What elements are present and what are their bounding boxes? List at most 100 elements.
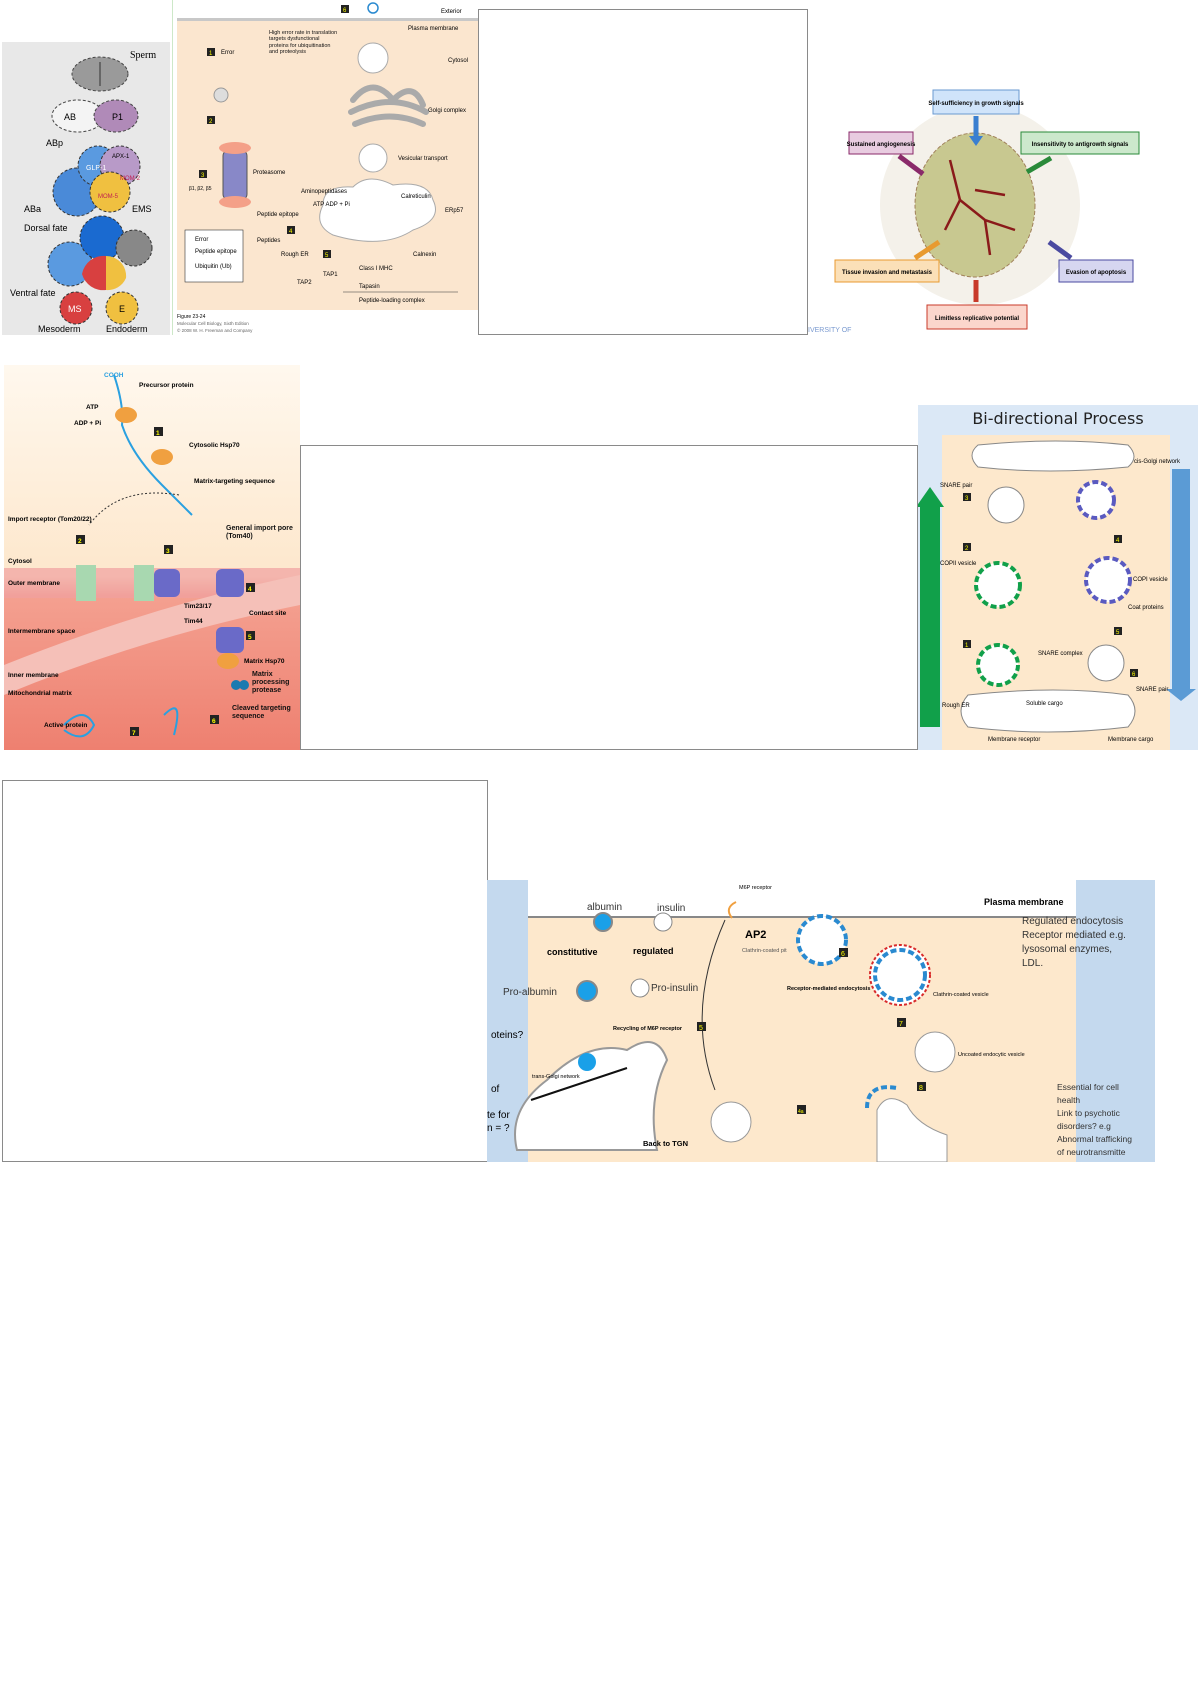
figure-label: Exterior — [441, 9, 462, 15]
figure-label: Inner membrane — [8, 672, 59, 679]
figure-label: Plasma membrane — [984, 897, 1064, 907]
empty-text-box[interactable] — [300, 445, 918, 750]
figure-label: Tapasin — [359, 284, 380, 290]
figure-label: Cytosol — [448, 58, 468, 64]
figure-label: Soluble cargo — [1026, 701, 1063, 707]
figure-label: 6 — [841, 951, 845, 958]
figure-label: Clathrin-coated vesicle — [933, 992, 989, 998]
figure-label: 3 — [166, 548, 170, 555]
figure-label: albumin — [587, 902, 622, 913]
figure-label: 2 — [965, 546, 969, 552]
figure-label: Pro-albumin — [503, 987, 557, 998]
figure-label: 6 — [1132, 672, 1136, 678]
cancer-hallmarks-figure: Self-sufficiency in growth signals Susta… — [815, 80, 1145, 335]
figure-label: 3 — [965, 496, 969, 502]
figure-label: Proteasome — [253, 170, 286, 176]
figure-label: Peptide-loading complex — [359, 298, 425, 304]
figure-label: 4a — [798, 1109, 804, 1115]
figure-label: LDL. — [1022, 958, 1043, 969]
cancer-watermark: IVERSITY OF — [808, 327, 852, 334]
figure-label: TAP2 — [297, 280, 312, 286]
figure-label: Essential for cell — [1057, 1082, 1119, 1092]
figure-label: Peptides — [257, 238, 280, 244]
figure-label: 4 — [289, 229, 293, 235]
empty-text-box[interactable] — [2, 780, 488, 1162]
figure-label: Membrane receptor — [988, 737, 1040, 743]
figure-label: Mesoderm — [38, 324, 81, 334]
figure-label: APX-1 — [112, 154, 130, 160]
figure-label: regulated — [633, 946, 674, 956]
error-note: High error rate in translation targets d… — [269, 30, 338, 55]
figure-label: 4 — [1116, 538, 1120, 544]
figure-label: insulin — [657, 903, 685, 914]
figure-label: Endoderm — [106, 324, 148, 334]
figure-label: Mitochondrial matrix — [8, 690, 72, 697]
figure-label: E — [119, 304, 125, 314]
figure-label: 4 — [248, 586, 252, 593]
figure-label: n = ? — [487, 1123, 510, 1134]
figure-label: 7 — [132, 730, 136, 737]
figure-label: Insensitivity to antigrowth signals — [1032, 142, 1129, 148]
figure-label: of neurotransmitte — [1057, 1147, 1126, 1157]
figure-label: Coat proteins — [1128, 605, 1164, 611]
secretion-endocytosis-figure: oteins? of te for n = ? albumin insulin … — [487, 880, 1155, 1163]
figure-label: Intermembrane space — [8, 628, 76, 635]
figure-label: 5 — [699, 1025, 703, 1032]
figure-label: SNARE pair — [940, 483, 972, 489]
figure-label: Abnormal trafficking — [1057, 1134, 1132, 1144]
figure-label: 1 — [965, 643, 969, 649]
bidirectional-transport-figure: Bi-directional Process cis-Golgi network… — [918, 405, 1198, 750]
figure-label: Outer membrane — [8, 580, 60, 587]
figure-label: SNARE pair — [1136, 687, 1168, 693]
figure-label: Error — [195, 237, 208, 243]
figure-label: MS — [68, 304, 82, 314]
figure-label: ADP + Pi — [74, 420, 101, 427]
figure-label: 5 — [248, 634, 252, 641]
figure-label: 1 — [156, 430, 160, 437]
figure-label: lysosomal enzymes, — [1022, 944, 1112, 955]
figure-label: Self-sufficiency in growth signals — [928, 101, 1024, 107]
figure-label: SNARE complex — [1038, 651, 1083, 657]
figure-label: Matrix Hsp70 — [244, 658, 285, 665]
figure-label: 6 — [212, 718, 216, 725]
figure-label: Tim44 — [184, 618, 203, 625]
figure-label: Cytosol — [8, 558, 32, 565]
figure-label: Rough ER — [942, 703, 970, 709]
figure-label: disorders? e.g — [1057, 1121, 1111, 1131]
figure-label: Receptor mediated e.g. — [1022, 930, 1126, 941]
matrix-processing-protease-label: Matrix processing protease — [252, 671, 290, 695]
figure-label: Calreticulin — [401, 194, 431, 200]
figure-label: Ventral fate — [10, 288, 56, 298]
figure-label: AP2 — [745, 929, 766, 941]
figure-label: 1 — [209, 51, 213, 57]
figure-label: Active protein — [44, 722, 87, 729]
figure-label: Rough ER — [281, 252, 309, 258]
figure-label: Aminopeptidases — [301, 189, 347, 195]
empty-text-box[interactable] — [478, 9, 808, 335]
figure-label: Contact site — [249, 610, 287, 617]
figure-label: Receptor-mediated endocytosis — [787, 986, 870, 992]
figure-label: te for — [487, 1110, 510, 1121]
figure-label: Regulated endocytosis — [1022, 916, 1123, 927]
figure-label: MOM-2 — [120, 176, 141, 182]
figure-label: Import receptor (Tom20/22) — [8, 516, 92, 523]
figure-label: 7 — [899, 1021, 903, 1028]
figure-label: Class I MHC — [359, 266, 393, 272]
figure-label: Cytosolic Hsp70 — [189, 442, 240, 449]
figure-label: Vesicular transport — [398, 156, 448, 162]
embryo-cell-fate-figure: Sperm AB P1 ABp ABa EMS GLP-1 APX-1 MOM-… — [2, 42, 170, 335]
figure-label: EMS — [132, 204, 152, 214]
figure-label: 3 — [201, 173, 205, 179]
figure-label: trans-Golgi network — [532, 1074, 580, 1080]
figure-label: Ubiquitin (Ub) — [195, 264, 232, 270]
figure-label: Clathrin-coated pit — [742, 948, 787, 954]
figure-label: Sustained angiogenesis — [847, 142, 916, 148]
figure-label: 6 — [343, 8, 347, 14]
figure-label: COOH — [104, 372, 124, 379]
figure-label: GLP-1 — [86, 165, 106, 172]
figure-label: Precursor protein — [139, 382, 194, 389]
figure-label: Figure 23-24 — [177, 314, 206, 320]
figure-label: Evasion of apoptosis — [1066, 270, 1127, 276]
figure-label: ERp57 — [445, 208, 464, 214]
figure-label: P1 — [112, 112, 123, 122]
